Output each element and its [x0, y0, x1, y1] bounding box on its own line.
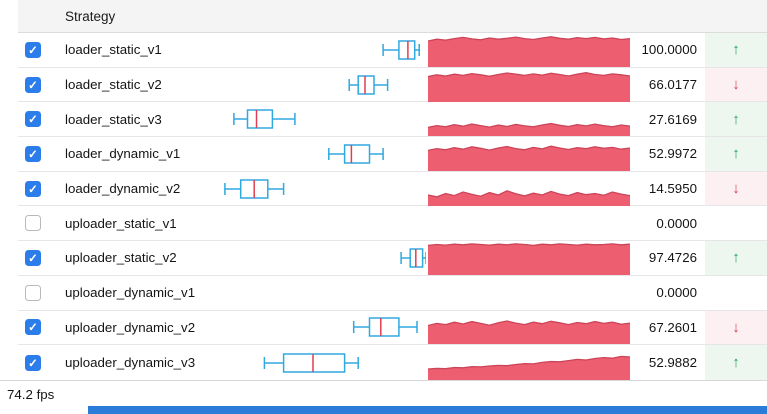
trend-cell: ↑ [705, 102, 767, 137]
strategy-name: loader_static_v1 [65, 42, 162, 58]
trend-arrow-icon: ↓ [732, 180, 740, 198]
value-cell: 100.0000 [641, 42, 697, 58]
boxplot-cell [200, 206, 428, 240]
row-checkbox[interactable]: ✓ [25, 319, 41, 336]
table-row: ✓ loader_static_v2 66.0177 ↓ [18, 67, 767, 103]
trend-arrow-icon: ↑ [732, 249, 740, 267]
row-checkbox[interactable]: ✓ [25, 145, 41, 162]
boxplot-cell [200, 172, 428, 206]
trend-arrow-icon: ↑ [732, 110, 740, 128]
boxplot-cell [200, 33, 428, 67]
row-checkbox[interactable] [25, 215, 41, 232]
table-header: Strategy [18, 0, 767, 33]
checkbox-cell: ✓ [18, 345, 56, 380]
row-checkbox[interactable]: ✓ [25, 354, 41, 371]
checkbox-cell: ✓ [18, 68, 56, 102]
value-cell: 27.6169 [648, 111, 697, 127]
table-row: uploader_dynamic_v1 0.0000 [18, 275, 767, 311]
trend-cell: ↑ [705, 241, 767, 275]
trend-cell [705, 276, 767, 310]
trend-cell: ↑ [705, 345, 767, 380]
table-row: ✓ loader_static_v1 100.0000 ↑ [18, 33, 767, 68]
boxplot-cell [200, 345, 428, 380]
row-checkbox[interactable]: ✓ [25, 111, 41, 128]
sparkline-cell [428, 33, 630, 67]
strategy-name: uploader_static_v2 [65, 250, 177, 266]
sparkline-cell [428, 276, 630, 310]
sparkline-cell [428, 137, 630, 171]
table-row: ✓ uploader_static_v2 97.4726 ↑ [18, 241, 767, 276]
checkbox-cell [18, 276, 56, 310]
checkbox-cell: ✓ [18, 311, 56, 345]
trend-arrow-icon: ↓ [732, 318, 740, 336]
table-row: ✓ loader_dynamic_v2 14.5950 ↓ [18, 171, 767, 207]
table-row: ✓ uploader_dynamic_v3 52.9882 ↑ [18, 345, 767, 380]
checkbox-cell: ✓ [18, 102, 56, 136]
strategy-name: uploader_dynamic_v1 [65, 285, 196, 301]
value-cell: 97.4726 [648, 250, 697, 266]
trend-arrow-icon: ↑ [732, 145, 740, 163]
strategy-name: loader_static_v2 [65, 77, 162, 93]
trend-cell [705, 206, 767, 240]
checkbox-cell: ✓ [18, 172, 56, 206]
trend-arrow-icon: ↑ [732, 41, 740, 59]
trend-cell: ↓ [705, 310, 767, 345]
row-checkbox[interactable] [25, 284, 41, 301]
strategy-name: uploader_dynamic_v2 [65, 319, 196, 335]
trend-cell: ↑ [705, 137, 767, 171]
value-cell: 67.2601 [648, 319, 697, 335]
value-cell: 52.9882 [648, 355, 697, 371]
row-checkbox[interactable]: ✓ [25, 41, 41, 58]
strategy-name: loader_dynamic_v2 [65, 181, 181, 197]
trend-cell: ↓ [705, 171, 767, 206]
fps-counter: 74.2 fps [7, 387, 55, 402]
trend-cell: ↑ [705, 33, 767, 67]
status-bar: 74.2 fps [0, 380, 767, 414]
checkbox-cell: ✓ [18, 137, 56, 171]
bottom-blue-bar [88, 406, 767, 414]
sparkline-cell [428, 68, 630, 102]
sparkline-cell [428, 311, 630, 345]
value-cell: 0.0000 [656, 285, 697, 301]
boxplot-cell [200, 276, 428, 310]
sparkline-cell [428, 172, 630, 206]
boxplot-cell [200, 137, 428, 171]
checkbox-cell: ✓ [18, 241, 56, 275]
row-checkbox[interactable]: ✓ [25, 249, 41, 266]
value-cell: 0.0000 [656, 215, 697, 231]
value-cell: 52.9972 [648, 146, 697, 162]
table-row: ✓ loader_static_v3 27.6169 ↑ [18, 102, 767, 138]
boxplot-cell [200, 241, 428, 275]
trend-arrow-icon: ↓ [732, 76, 740, 94]
column-header-strategy: Strategy [65, 8, 116, 24]
row-checkbox[interactable]: ✓ [25, 76, 41, 93]
checkbox-cell: ✓ [18, 33, 56, 67]
trend-arrow-icon: ↑ [732, 354, 740, 372]
boxplot-cell [200, 68, 428, 102]
sparkline-cell [428, 241, 630, 275]
sparkline-cell [428, 206, 630, 240]
boxplot-cell [200, 102, 428, 136]
row-checkbox[interactable]: ✓ [25, 180, 41, 197]
value-cell: 14.5950 [648, 181, 697, 197]
sparkline-cell [428, 345, 630, 380]
checkbox-cell [18, 206, 56, 240]
table-row: uploader_static_v1 0.0000 [18, 206, 767, 242]
table-row: ✓ loader_dynamic_v1 52.9972 ↑ [18, 137, 767, 172]
boxplot-cell [200, 311, 428, 345]
strategy-name: uploader_static_v1 [65, 215, 177, 231]
strategy-name: loader_static_v3 [65, 111, 162, 127]
trend-cell: ↓ [705, 67, 767, 102]
table-body: ✓ loader_static_v1 100.0000 ↑ ✓ loader_s… [0, 33, 767, 380]
sparkline-cell [428, 102, 630, 137]
strategy-name: uploader_dynamic_v3 [65, 355, 196, 371]
value-cell: 66.0177 [648, 77, 697, 93]
table-row: ✓ uploader_dynamic_v2 67.2601 ↓ [18, 310, 767, 346]
strategy-name: loader_dynamic_v1 [65, 146, 181, 162]
